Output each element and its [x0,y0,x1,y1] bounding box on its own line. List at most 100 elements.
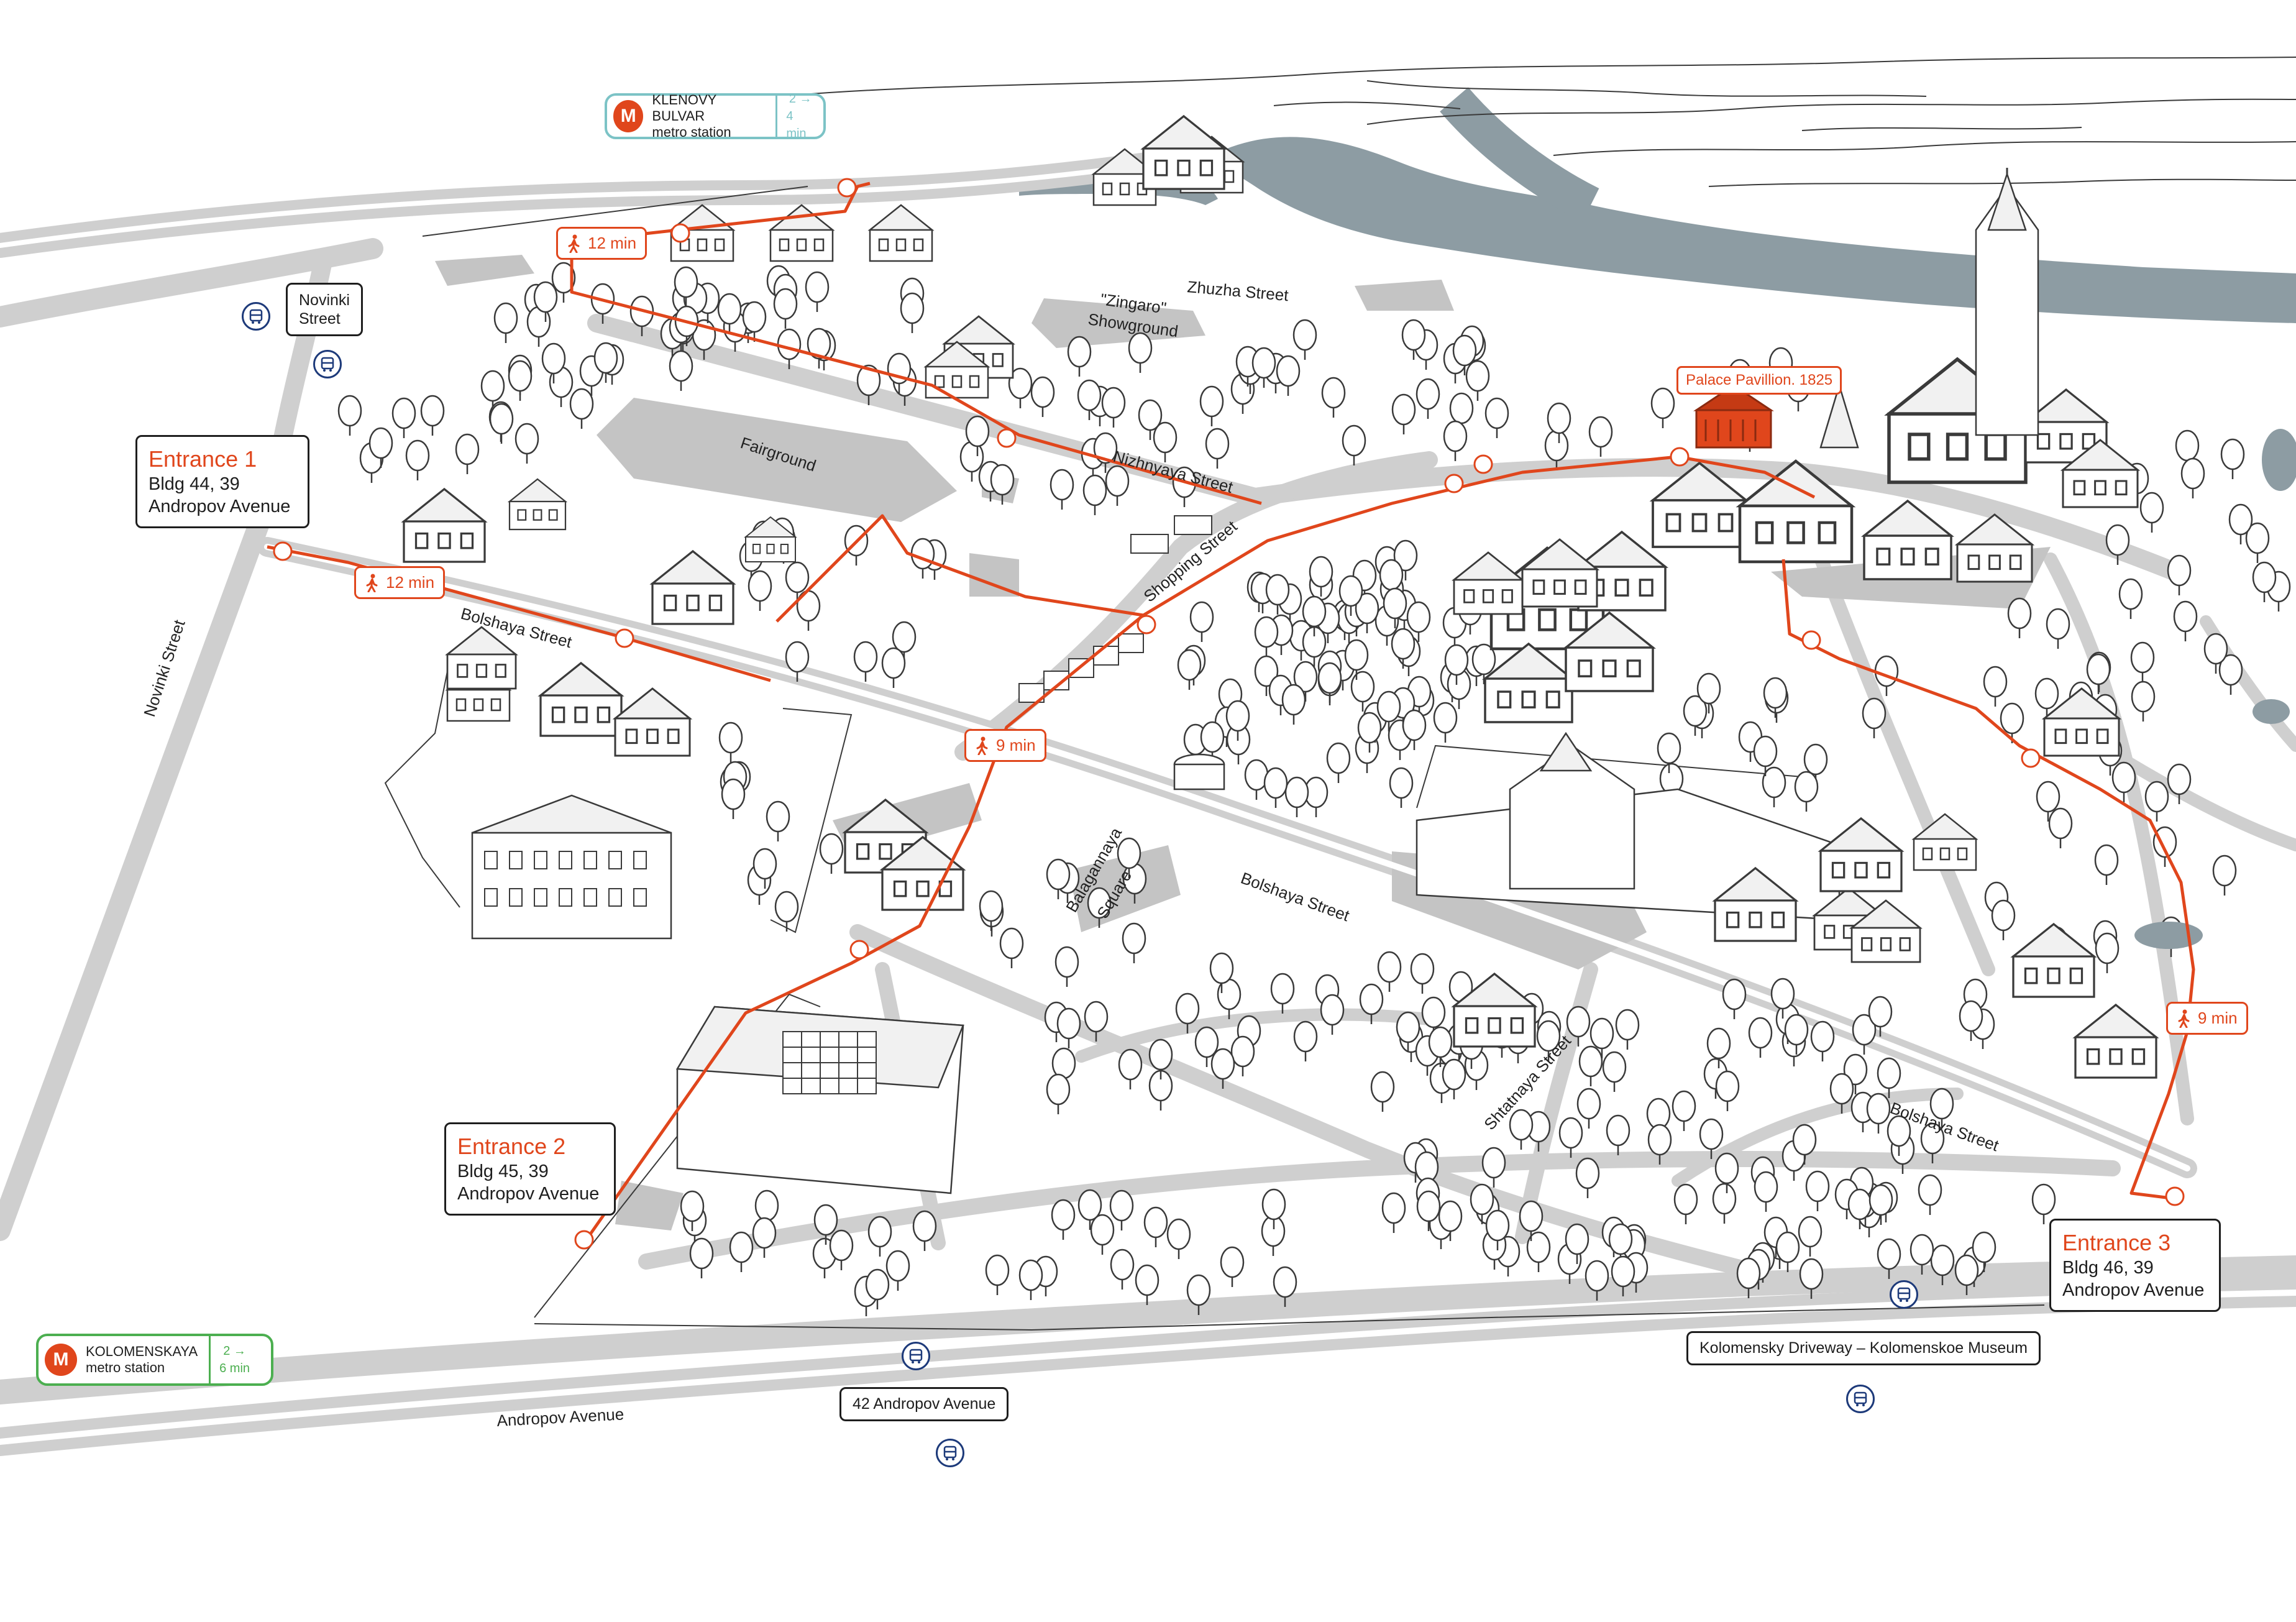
tree-icon [900,292,925,334]
tree-icon [669,350,693,392]
walk-time-text: 12 min [588,234,637,252]
tree-icon [1576,1088,1601,1130]
tree-icon [2167,554,2192,597]
arrow-icon [837,178,857,198]
metro-klenovy-bulvar[interactable]: M KLENOVY BULVAR metro station 2 → 4 min [605,92,826,140]
tree-icon [1762,766,1786,809]
tree-icon [844,525,869,567]
metro-station-type: metro station [86,1360,165,1375]
tree-icon [515,423,539,465]
tree-icon [1578,1045,1603,1088]
entrance-1-label[interactable]: Entrance 1 Bldg 44, 39 Andropov Avenue [135,435,309,528]
entrance-title: Entrance 1 [149,446,257,472]
bus-stop-icon[interactable] [1890,1280,1918,1309]
tree-icon [881,647,906,689]
tree-icon [1320,994,1345,1036]
tree-icon [1128,332,1153,374]
tree-icon [1558,1117,1583,1159]
tree-icon [1918,1174,1942,1216]
metro-kolomenskaya[interactable]: M KOLOMENSKAYA metro station 2 → 6 min [36,1334,273,1386]
tree-icon [1465,360,1490,402]
entrance-2-label[interactable]: Entrance 2 Bldg 45, 39 Andropov Avenue [444,1122,616,1216]
metro-icon: M [45,1344,77,1376]
entrance-address: Bldg 44, 39 [149,474,240,494]
metro-line-label: 2 → [789,92,812,106]
arrow-icon [670,223,690,243]
tree-icon [2144,781,2169,823]
tree-icon [1484,397,1509,439]
exhibition-hall [675,1006,964,1194]
tree-icon [1135,1264,1159,1306]
entrance-address: Bldg 46, 39 [2062,1258,2154,1278]
tree-icon [853,641,878,683]
street-label-bolshaya: Bolshaya Street [1238,868,1352,925]
tree-icon [2007,597,2032,639]
tree-icon [2212,855,2237,897]
palace-pavillion-label[interactable]: Palace Pavillion. 1825 [1676,366,1842,395]
bus-stop-label-kolomensky[interactable]: Kolomensky Driveway – Kolomenskoe Museum [1686,1331,2041,1365]
arrow-icon [615,628,634,648]
tree-icon [985,1254,1010,1296]
tree-icon [1673,1183,1698,1226]
tree-icon [1748,1017,1773,1059]
tree-icon [1715,1070,1740,1112]
bus-icon [1854,1391,1867,1406]
tree-icon [1030,376,1055,418]
tree-icon [1794,771,1819,813]
metro-walk-time: 2 → 6 min [209,1336,258,1383]
tree-icon [766,800,790,843]
tree-icon [805,271,830,313]
tree-icon [489,403,514,445]
tree-icon [2031,1183,2056,1226]
bus-stop-icon[interactable] [902,1342,930,1370]
tree-icon [1199,385,1224,428]
tree-icon [1672,1090,1696,1132]
bus-stop-icon[interactable] [936,1439,964,1467]
entrance-3-label[interactable]: Entrance 3 Bldg 46, 39 Andropov Avenue [2049,1219,2221,1312]
metro-time-label: 4 min [786,109,807,140]
tree-icon [1090,1214,1115,1256]
bus-stop-label-novinki[interactable]: Novinki Street [286,283,363,336]
tree-icon [1805,1170,1830,1212]
entrance-address: Andropov Avenue [457,1184,600,1204]
tree-icon [819,833,844,875]
tree-icon [1101,387,1126,429]
tree-icon [1763,677,1788,719]
tree-icon [1798,1216,1823,1258]
tree-icon [1866,1093,1891,1135]
paths [0,153,2296,1445]
tree-icon [1220,1246,1245,1288]
metro-icon: M [613,100,644,132]
tree-icon [2131,680,2156,723]
tree-icon [2220,438,2245,480]
buildings [403,115,2296,1194]
bus-stop-icon[interactable] [313,350,342,378]
tree-icon [455,433,480,475]
metro-time-label: 6 min [219,1362,250,1375]
tree-icon [752,1217,777,1259]
tree-icon [2180,457,2205,500]
metro-main: M KLENOVY BULVAR metro station [607,92,775,140]
arrow-icon [2021,748,2041,768]
bus-stop-icon[interactable] [1846,1385,1875,1413]
bus-stop-icon[interactable] [242,302,270,331]
tree-icon [1712,1183,1737,1225]
arrow-icon [1137,615,1156,635]
entrance-address: Andropov Avenue [2062,1280,2205,1300]
walk-icon [2178,1009,2190,1028]
entrance-address: Bldg 45, 39 [457,1162,549,1181]
tree-icon [1410,953,1435,995]
tree-icon [774,891,799,933]
tree-icon [1391,393,1416,436]
bus-stop-label-andropov[interactable]: 42 Andropov Avenue [839,1387,1009,1421]
metro-station-type: metro station [652,124,731,140]
arrow-icon [997,428,1017,448]
tree-icon [1018,1259,1043,1301]
tree-icon [1293,1020,1318,1063]
tree-icon [1281,684,1306,726]
tree-icon [1606,1114,1631,1157]
street-label-novinki: Novinki Street [140,617,189,719]
tree-icon [2139,492,2164,534]
tree-icon [2095,932,2120,974]
walk-time-badge: 12 min [556,227,647,260]
